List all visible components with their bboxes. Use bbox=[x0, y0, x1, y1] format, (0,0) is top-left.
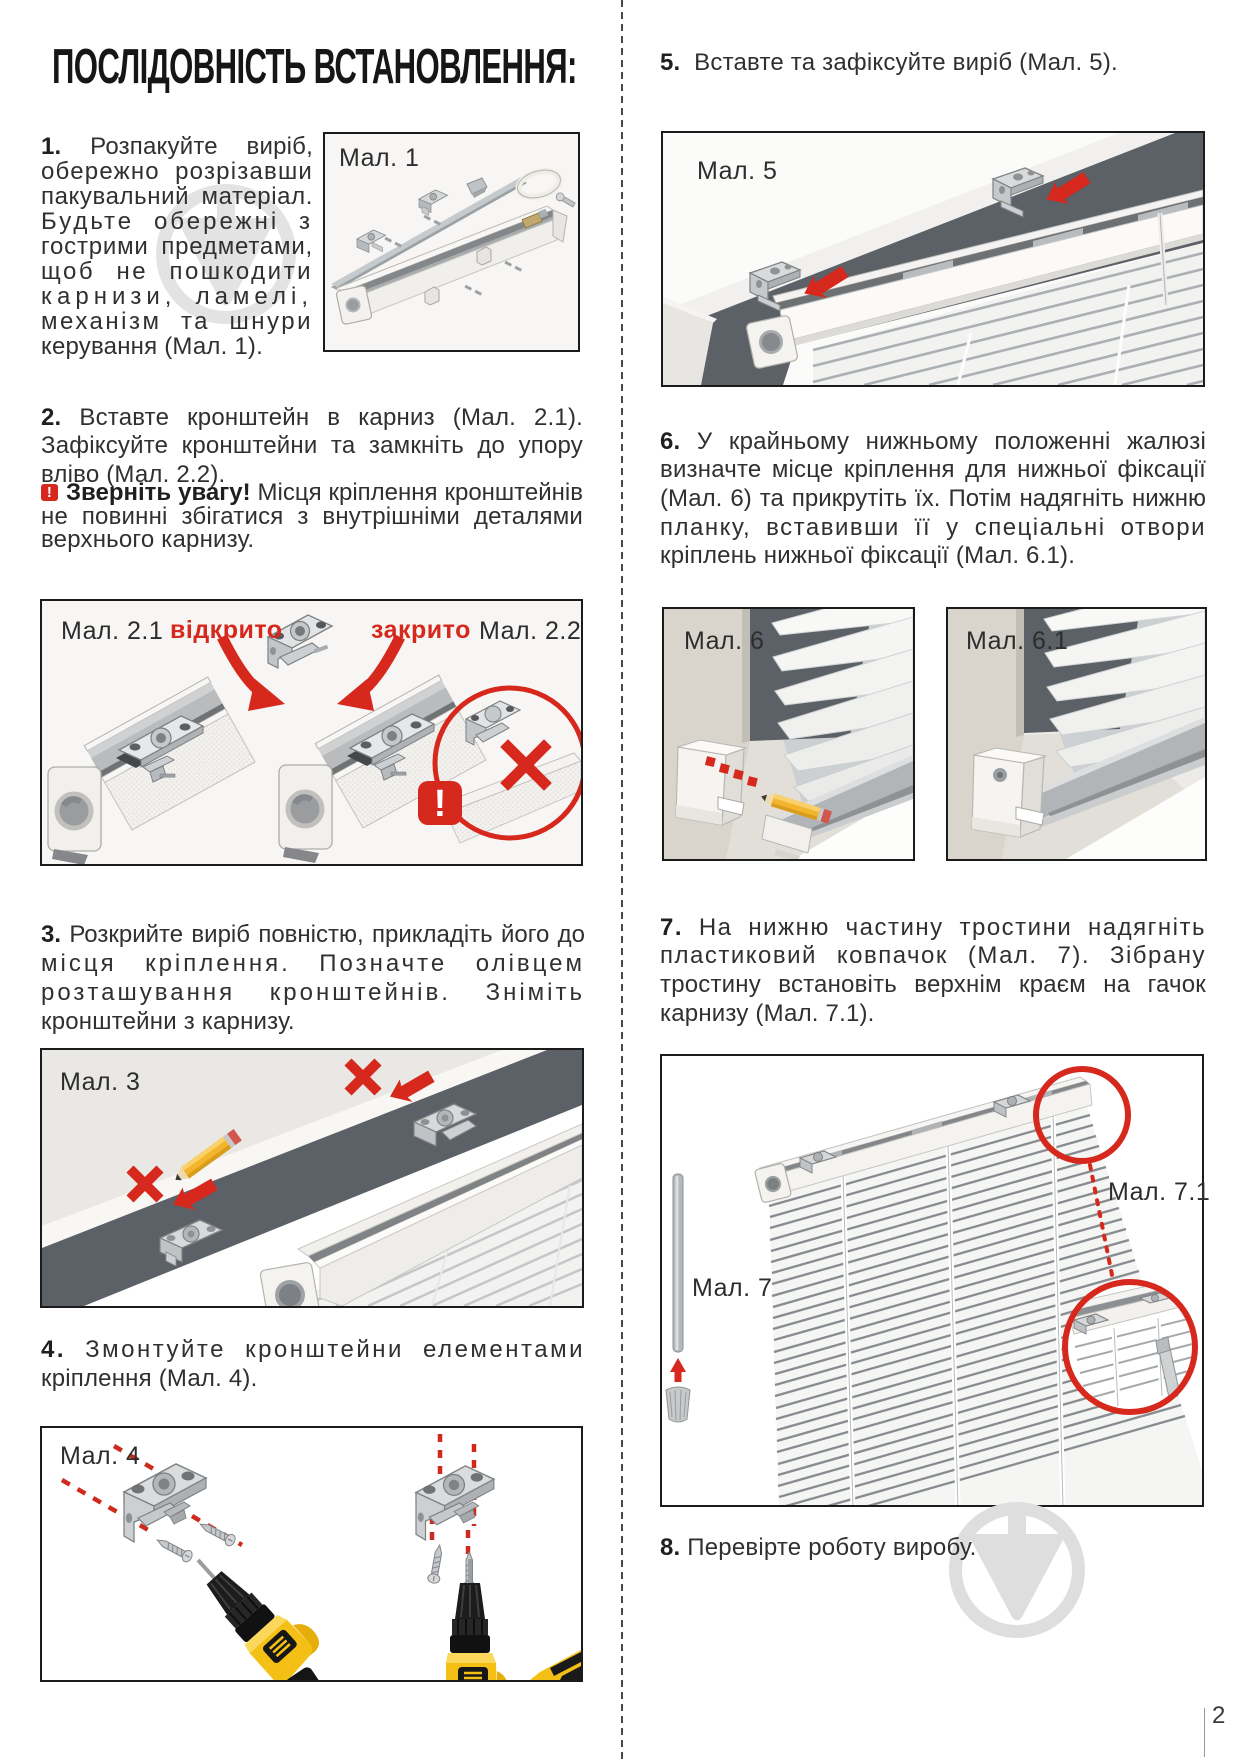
svg-text:!: ! bbox=[434, 783, 447, 825]
